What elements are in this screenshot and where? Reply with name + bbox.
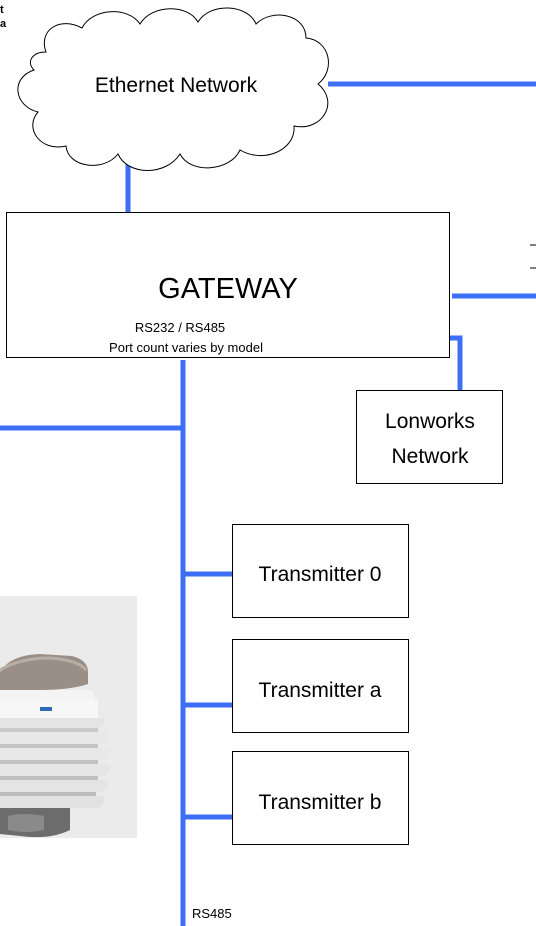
connection-lines <box>0 81 536 926</box>
ethernet-cloud: Ethernet Network <box>17 7 329 171</box>
link-gateway-to-lonworks <box>450 335 463 390</box>
corner-snippet-2: a <box>0 18 7 30</box>
gateway-box: GATEWAY RS232 / RS485 Port count varies … <box>6 212 450 358</box>
lonworks-box: Lonworks Network <box>356 390 503 484</box>
transmitter-a-label: Transmitter a <box>259 679 382 702</box>
corner-snippet-1: t <box>0 4 4 16</box>
cloud-label: Ethernet Network <box>95 74 258 97</box>
sensor-photo <box>0 596 137 852</box>
bus-label: RS485 <box>192 906 232 921</box>
lonworks-label-line-1: Lonworks <box>385 410 475 433</box>
gateway-ports: RS232 / RS485 <box>135 320 225 335</box>
transmitter-b-label: Transmitter b <box>259 791 382 814</box>
transmitter-b-box: Transmitter b <box>232 751 409 845</box>
transmitter-a-box: Transmitter a <box>232 639 409 733</box>
lonworks-label-line-2: Network <box>391 445 469 468</box>
transmitter-0-box: Transmitter 0 <box>232 524 409 618</box>
gateway-port-note: Port count varies by model <box>109 340 263 355</box>
transmitter-0-label: Transmitter 0 <box>259 563 382 586</box>
gateway-title: GATEWAY <box>158 273 298 305</box>
